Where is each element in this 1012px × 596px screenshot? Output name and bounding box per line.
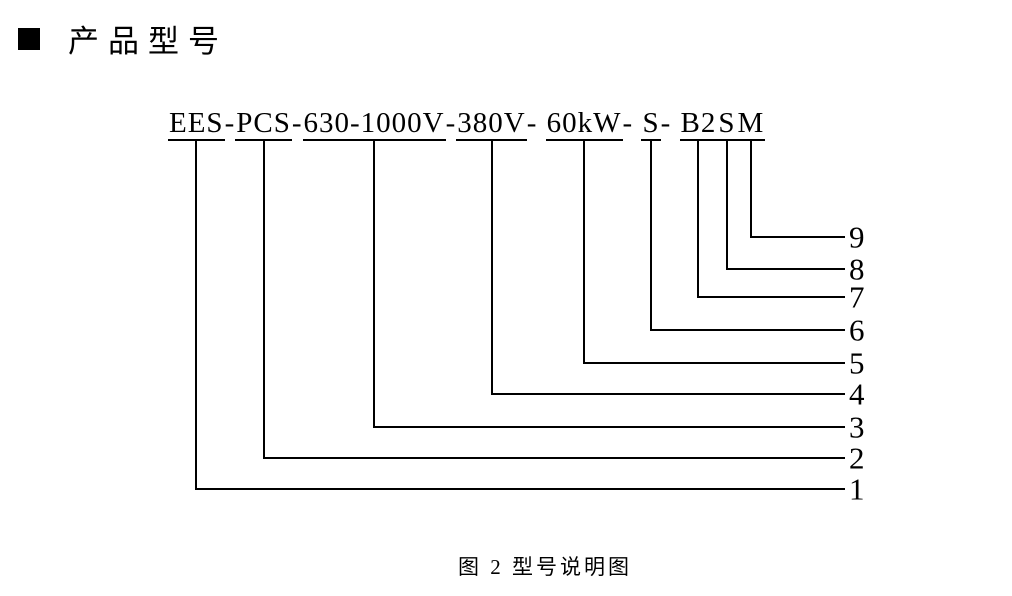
- model-segment-9: M: [736, 107, 766, 141]
- model-separator: -: [526, 107, 546, 139]
- connector-line-1: [195, 140, 845, 490]
- segment-number-8: 8: [849, 251, 865, 287]
- connector-line-8: [726, 140, 845, 270]
- segment-number-3: 3: [849, 409, 865, 445]
- model-segment-2: PCS: [235, 107, 292, 141]
- model-separator: -: [445, 107, 457, 139]
- model-segment-8: S: [717, 107, 737, 141]
- segment-number-6: 6: [849, 312, 865, 348]
- section-title: 产品型号: [68, 24, 228, 59]
- connector-line-9: [750, 140, 845, 238]
- model-separator: -: [291, 107, 303, 139]
- model-segment-6: S: [641, 107, 661, 141]
- model-separator: -: [224, 107, 236, 139]
- connector-line-2: [263, 140, 845, 459]
- model-separator: -: [660, 107, 680, 139]
- model-segment-5: 60kW: [545, 107, 623, 141]
- model-segment-4: 380V: [456, 107, 527, 141]
- segment-number-9: 9: [849, 219, 865, 255]
- model-segment-1: EES: [168, 107, 225, 141]
- connector-line-7: [697, 140, 845, 298]
- connector-line-6: [650, 140, 845, 331]
- segment-number-5: 5: [849, 345, 865, 381]
- connector-line-3: [373, 140, 845, 428]
- square-bullet-icon: [18, 27, 40, 50]
- model-segment-3: 630-1000V: [302, 107, 446, 141]
- connector-line-4: [491, 140, 845, 395]
- model-segment-7: B2: [679, 107, 718, 141]
- model-string: EES-PCS-630-1000V-380V- 60kW- S- B2SM: [168, 107, 766, 141]
- segment-number-7: 7: [849, 279, 865, 315]
- segment-number-4: 4: [849, 376, 865, 412]
- connector-line-5: [583, 140, 845, 364]
- figure-caption: 图 2 型号说明图: [458, 555, 632, 579]
- section-heading: 产品型号: [18, 16, 228, 61]
- segment-number-1: 1: [849, 471, 865, 507]
- model-separator: -: [622, 107, 642, 139]
- segment-number-2: 2: [849, 440, 865, 476]
